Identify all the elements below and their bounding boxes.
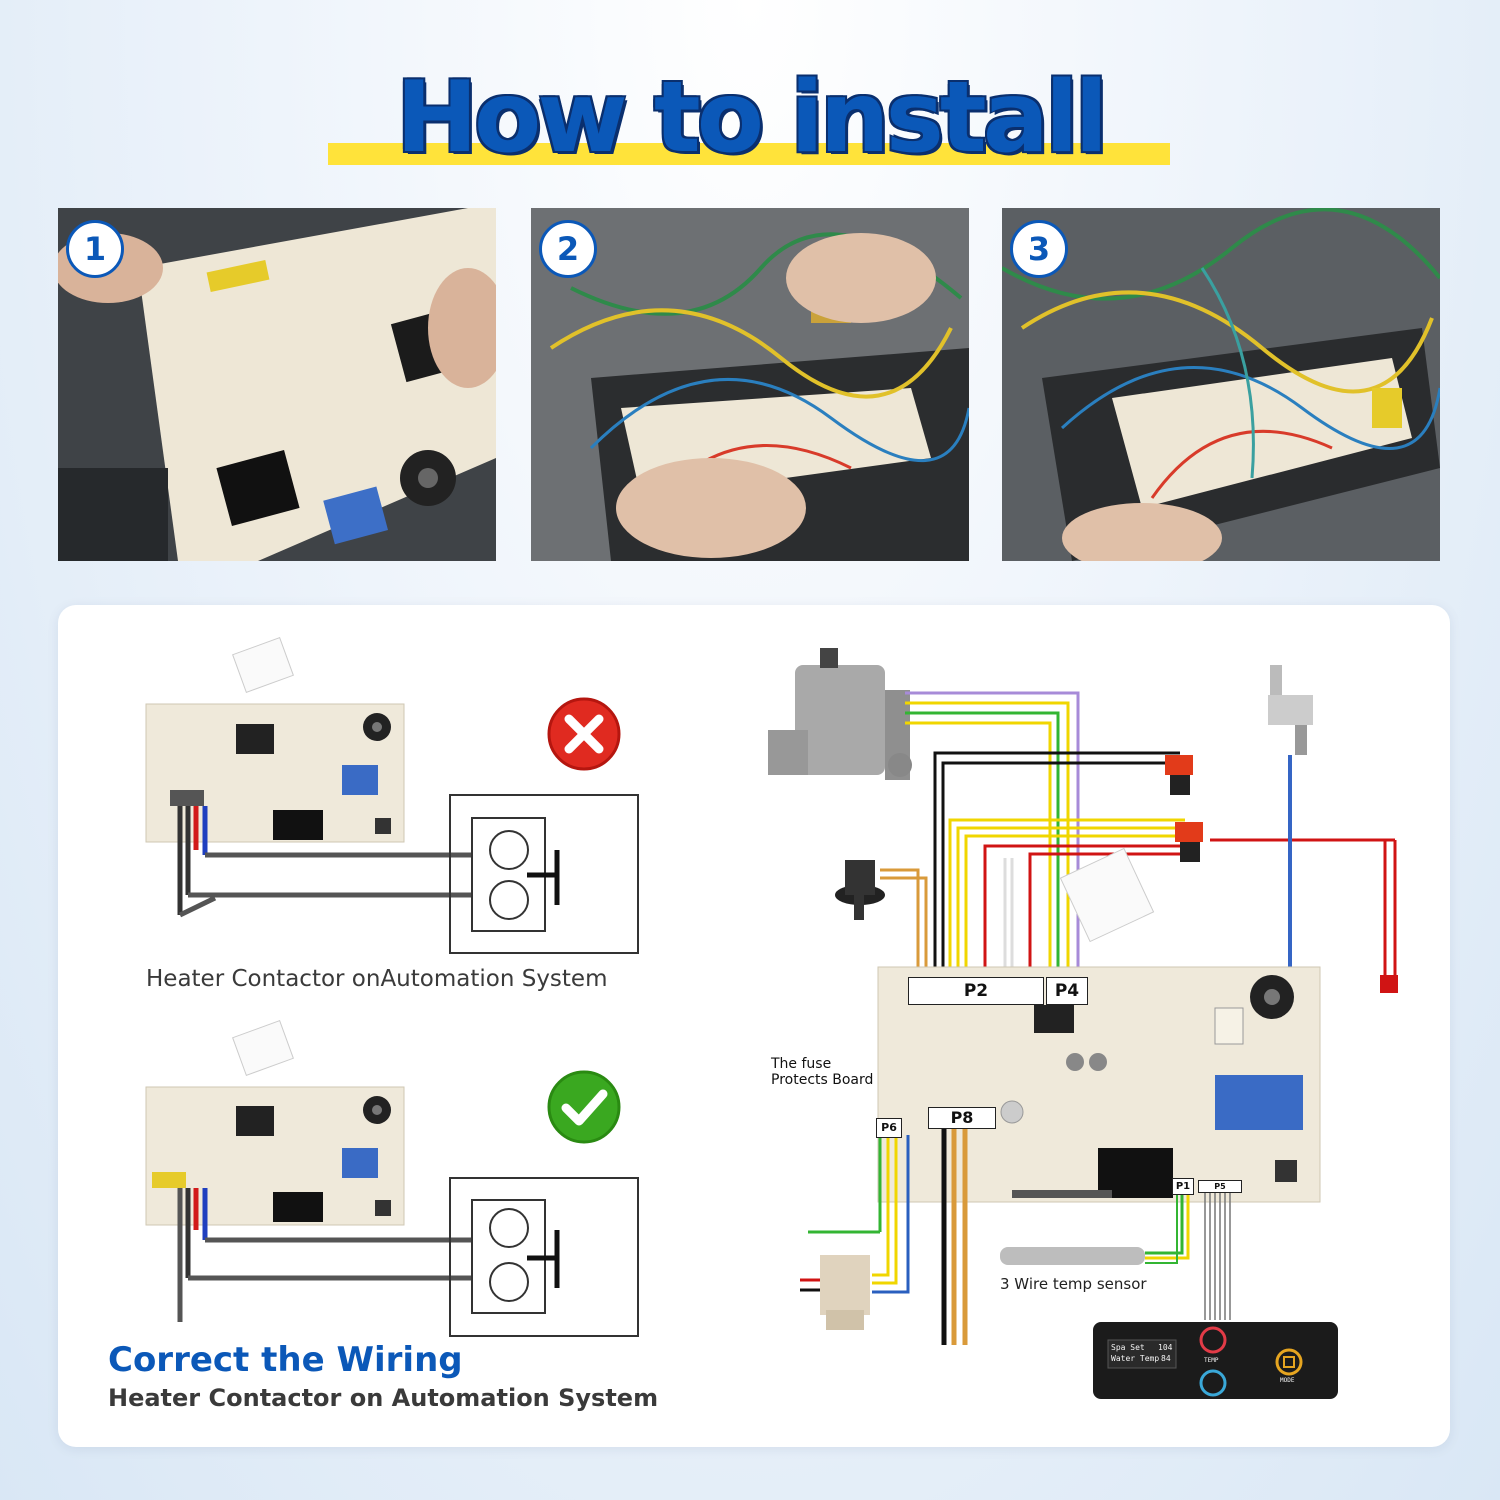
display-spa-set-label: Spa Set <box>1111 1343 1145 1352</box>
connector-p5: P5 <box>1198 1180 1242 1193</box>
pressure-switch-image <box>835 860 885 920</box>
high-limit-switch-1 <box>1165 755 1193 795</box>
connector-p4: P4 <box>1046 977 1088 1005</box>
display-water-temp-label: Water Temp <box>1111 1354 1160 1363</box>
topside-display <box>1093 1322 1338 1399</box>
step-2-badge: 2 <box>539 220 597 278</box>
step-2-photo: 2 <box>531 208 969 561</box>
step-1-badge: 1 <box>66 220 124 278</box>
title-area: How to install <box>0 58 1500 178</box>
transformer-image <box>800 1255 870 1330</box>
connector-p2: P2 <box>908 977 1044 1005</box>
display-water-temp-value: 84 <box>1161 1354 1171 1363</box>
correct-wiring-title: Correct the Wiring <box>108 1340 463 1380</box>
wrong-board-image <box>145 637 405 843</box>
connector-p8: P8 <box>928 1107 996 1129</box>
connector-p1: P1 <box>1172 1178 1194 1195</box>
step-1-photo: 1 <box>58 208 496 561</box>
wrong-x-icon <box>547 697 621 771</box>
fuse-note-line2: Protects Board <box>771 1072 874 1088</box>
display-ribbon <box>1204 1190 1231 1320</box>
title-highlight-bar <box>328 143 1170 165</box>
step-3-badge: 3 <box>1010 220 1068 278</box>
step-3-photo: 3 <box>1002 208 1440 561</box>
correct-board-image <box>145 1020 405 1226</box>
igniter-image <box>1268 665 1313 985</box>
display-temp-button-label: TEMP <box>1204 1357 1219 1364</box>
display-spa-set-value: 104 <box>1158 1343 1173 1352</box>
correct-wiring-subtitle: Heater Contactor on Automation System <box>108 1384 659 1412</box>
correct-check-icon <box>547 1070 621 1144</box>
fuse-note-line1: The fuse <box>771 1056 832 1072</box>
high-limit-switch-2 <box>1175 822 1203 862</box>
display-mode-button-label: MODE <box>1280 1377 1295 1384</box>
temp-sensor-label: 3 Wire temp sensor <box>1000 1275 1147 1293</box>
gas-valve-image <box>768 648 912 780</box>
page-title: How to install <box>395 61 1108 175</box>
wrong-wiring-label: Heater Contactor onAutomation System <box>146 966 608 992</box>
connector-p6: P6 <box>876 1118 902 1138</box>
temp-sensor-image <box>1000 1190 1190 1265</box>
